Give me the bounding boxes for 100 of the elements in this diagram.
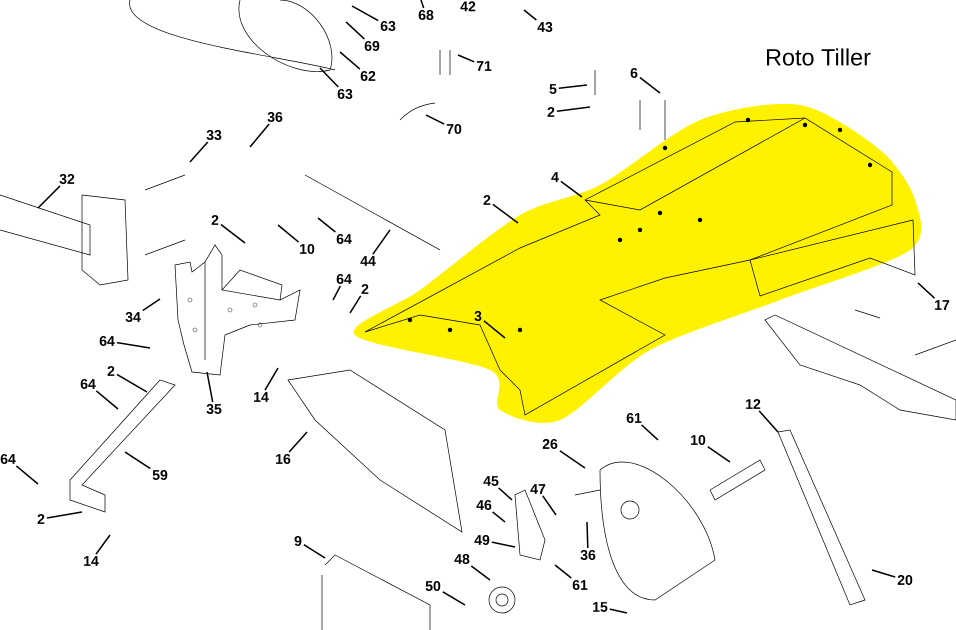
leader-line — [220, 224, 246, 244]
callout-number: 61 — [626, 413, 642, 423]
leader-line — [639, 76, 660, 94]
leader-line — [524, 9, 537, 21]
callout-number: 64 — [0, 454, 16, 464]
leader-line — [559, 450, 586, 469]
leader-line — [586, 522, 589, 548]
callout-number: 14 — [254, 392, 269, 402]
leader-line — [288, 431, 308, 453]
callout-number: 47 — [530, 484, 546, 494]
leader-line — [610, 608, 628, 614]
leader-line — [352, 5, 379, 22]
leader-line — [96, 390, 118, 410]
callout-number: 64 — [336, 234, 352, 244]
callout-number: 2 — [548, 107, 554, 117]
leader-line — [420, 0, 424, 8]
callout-number: 61 — [572, 580, 588, 590]
callout-number: 33 — [206, 130, 222, 140]
callout-number: 63 — [380, 21, 396, 31]
callout-number: 63 — [338, 89, 352, 99]
leader-line — [278, 224, 300, 243]
callout-number: 32 — [60, 174, 74, 184]
leader-line — [492, 541, 516, 548]
leader-line — [16, 465, 38, 485]
leader-line — [249, 123, 270, 148]
leader-line — [558, 84, 588, 90]
callout-number: 34 — [126, 312, 141, 322]
callout-number: 64 — [100, 336, 115, 346]
leader-line — [470, 565, 490, 581]
callout-number: 46 — [476, 500, 492, 510]
leader-line — [498, 487, 513, 501]
leader-line — [46, 511, 82, 519]
leader-line — [492, 204, 518, 224]
leader-line — [707, 446, 730, 463]
callout-number: 36 — [580, 550, 596, 560]
leader-line — [641, 424, 659, 441]
leader-line — [758, 410, 779, 432]
callout-number: 4 — [551, 172, 559, 182]
callout-number: 2 — [484, 195, 490, 205]
leader-line — [349, 295, 362, 314]
callout-number: 3 — [474, 311, 482, 321]
callout-number: 62 — [360, 71, 376, 81]
callout-number: 12 — [746, 399, 760, 409]
callout-number: 2 — [38, 514, 44, 524]
callout-number: 20 — [898, 575, 912, 585]
leader-line — [560, 180, 582, 198]
callout-number: 26 — [542, 439, 558, 449]
callout-number: 10 — [300, 244, 314, 254]
leader-line — [492, 511, 506, 523]
callout-number: 71 — [476, 61, 492, 71]
callout-number: 70 — [446, 124, 462, 134]
callout-number: 9 — [294, 536, 302, 546]
callout-number: 64 — [80, 379, 96, 389]
leader-line — [340, 51, 360, 70]
callout-number: 2 — [362, 284, 368, 294]
leader-line — [95, 534, 111, 555]
leader-line — [426, 114, 445, 125]
leader-line — [304, 544, 326, 559]
callout-number: 6 — [630, 68, 638, 78]
callout-number: 10 — [691, 435, 706, 445]
leader-line — [319, 67, 339, 88]
leader-line — [556, 106, 590, 112]
leader-line — [917, 282, 936, 299]
title: Roto Tiller — [766, 48, 871, 66]
callout-number: 14 — [84, 556, 99, 566]
callout-number: 42 — [460, 1, 476, 12]
callout-number: 50 — [426, 581, 440, 591]
leader-line — [872, 569, 896, 578]
leader-line — [142, 298, 160, 312]
callout-number: 44 — [360, 256, 376, 266]
callout-number: 15 — [593, 602, 608, 612]
leader-line — [542, 495, 557, 516]
leader-line — [318, 217, 336, 233]
leader-line — [124, 451, 151, 470]
callout-number: 2 — [212, 215, 218, 225]
leader-line — [442, 591, 466, 606]
callout-number: 17 — [935, 300, 950, 310]
callout-number: 43 — [537, 22, 552, 32]
leader-line — [458, 54, 474, 63]
leader-line — [206, 372, 214, 402]
leader-line — [483, 320, 506, 339]
callout-number: 36 — [268, 112, 282, 122]
callout-number: 2 — [108, 366, 114, 376]
leader-line — [345, 21, 365, 40]
callout-number: 59 — [152, 470, 168, 480]
leader-line — [372, 230, 391, 255]
leader-line — [116, 374, 148, 393]
callout-number: 35 — [206, 404, 222, 414]
callout-number: 45 — [483, 476, 498, 486]
leader-line — [332, 286, 342, 300]
leader-line — [189, 141, 208, 162]
callout-number: 16 — [276, 454, 290, 464]
callout-number: 64 — [336, 274, 352, 284]
callout-number: 49 — [474, 535, 490, 545]
callout-number: 69 — [364, 41, 380, 51]
callout-number: 5 — [550, 84, 557, 94]
leader-line — [554, 564, 572, 579]
leader-line — [264, 368, 279, 391]
leader-line — [37, 185, 61, 209]
callout-number: 68 — [418, 10, 434, 20]
